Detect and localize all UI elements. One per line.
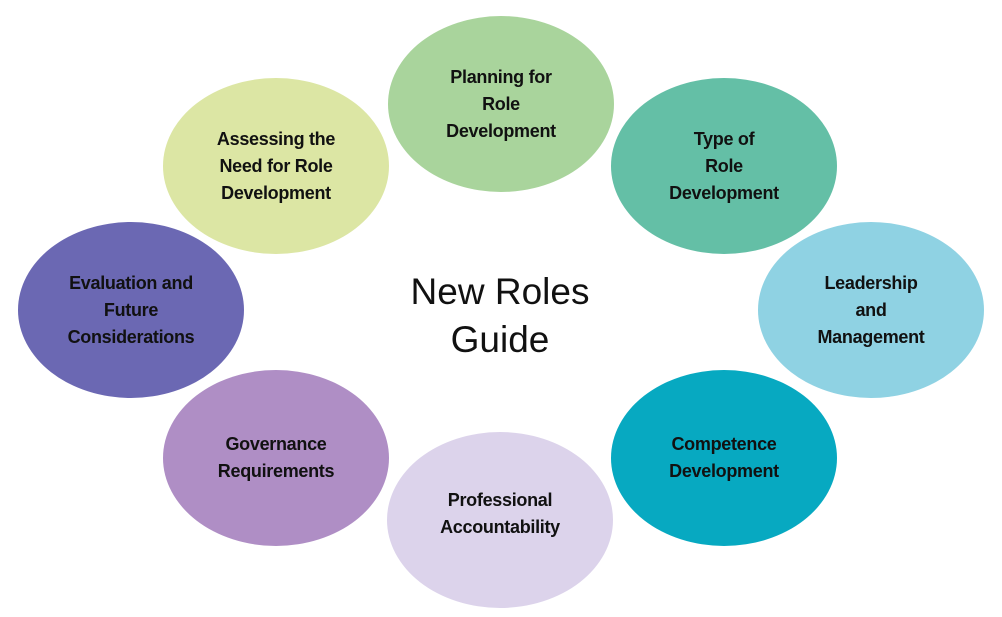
node-leadership: Leadership and Management — [758, 222, 984, 398]
node-evaluation: Evaluation and Future Considerations — [18, 222, 244, 398]
node-competence: Competence Development — [611, 370, 837, 546]
node-label: Evaluation and Future Considerations — [67, 272, 195, 347]
node-label: Competence Development — [669, 434, 779, 481]
diagram-title: New Roles Guide — [410, 271, 590, 360]
node-label: Assessing the Need for Role Development — [216, 128, 336, 203]
node-label: Planning for Role Development — [446, 66, 556, 141]
node-label: Leadership and Management — [817, 272, 925, 347]
node-type-of-role: Type of Role Development — [611, 78, 837, 254]
node-label: Governance Requirements — [217, 434, 335, 481]
node-planning: Planning for Role Development — [388, 16, 614, 192]
node-governance: Governance Requirements — [163, 370, 389, 546]
node-assessing: Assessing the Need for Role Development — [163, 78, 389, 254]
node-label: Type of Role Development — [669, 128, 779, 203]
node-professional: Professional Accountability — [387, 432, 613, 608]
node-label: Professional Accountability — [440, 490, 560, 537]
